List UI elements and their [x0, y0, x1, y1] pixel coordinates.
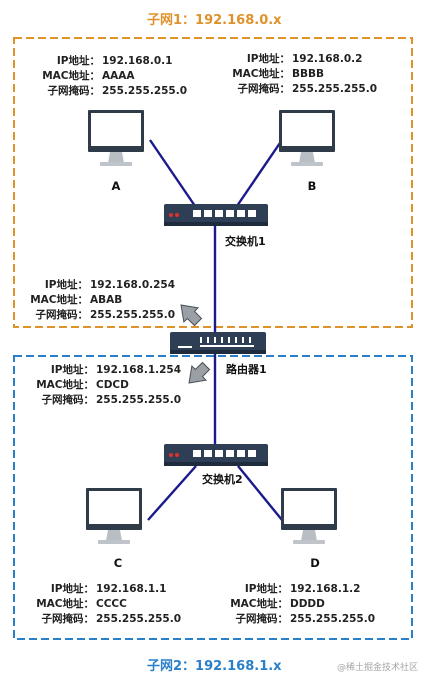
pc-b-mask: 子网掩码：	[238, 82, 291, 95]
switch1-icon[interactable]	[164, 204, 268, 226]
pc-d-mask: 子网掩码：	[236, 612, 289, 625]
subnet2-boundary	[13, 355, 413, 640]
pc-a-mask-value: 255.255.255.0	[102, 85, 187, 97]
switch1-label: 交换机1	[225, 234, 266, 248]
pc-b-ip: IP地址：	[247, 52, 290, 65]
pc-d-name: D	[310, 556, 320, 570]
pc-c-name: C	[114, 556, 122, 570]
pc-a-mac: MAC地址：	[42, 69, 100, 82]
pc-c-mac-value: CCCC	[96, 598, 127, 610]
router-if2-mac-value: CDCD	[96, 379, 129, 391]
router-icon[interactable]	[170, 332, 266, 354]
pc-b-ip-value: 192.168.0.2	[292, 53, 362, 65]
pc-b-name: B	[308, 179, 317, 193]
subnet1-boundary	[13, 37, 413, 328]
router-if2-mask: 子网掩码：	[42, 393, 95, 406]
pc-d-monitor-icon[interactable]	[281, 488, 337, 544]
pc-c-ip: IP地址：	[51, 582, 94, 595]
watermark: @稀土掘金技术社区	[337, 661, 418, 673]
switch2-icon[interactable]	[164, 444, 268, 466]
router-if1-ip: IP地址：	[45, 278, 88, 291]
router-if1-mask: 子网掩码：	[36, 308, 89, 321]
pc-c-ip-value: 192.168.1.1	[96, 583, 166, 595]
router-if1-mask-value: 255.255.255.0	[90, 309, 175, 321]
pc-d-mac-value: DDDD	[290, 598, 325, 610]
pc-a-ip-value: 192.168.0.1	[102, 55, 172, 67]
router-label: 路由器1	[226, 362, 267, 376]
router-if1-mac: MAC地址：	[30, 293, 88, 306]
router-if2-mask-value: 255.255.255.0	[96, 394, 181, 406]
link-switch2-c	[147, 465, 197, 521]
pc-d-ip: IP地址：	[245, 582, 288, 595]
router-if1-mac-value: ABAB	[90, 294, 122, 306]
pc-b-mask-value: 255.255.255.0	[292, 83, 377, 95]
switch2-label: 交换机2	[202, 472, 243, 486]
pc-a-mac-value: AAAA	[102, 70, 135, 82]
pc-d-ip-value: 192.168.1.2	[290, 583, 360, 595]
pc-c-monitor-icon[interactable]	[86, 488, 142, 544]
router-if2-ip-value: 192.168.1.254	[96, 364, 181, 376]
link-b-switch1	[236, 139, 283, 207]
router-if2-ip: IP地址：	[51, 363, 94, 376]
pc-b-mac: MAC地址：	[232, 67, 290, 80]
router-if2-mac: MAC地址：	[36, 378, 94, 391]
pc-b-monitor-icon[interactable]	[279, 110, 335, 166]
pc-c-mask: 子网掩码：	[42, 612, 95, 625]
arrow-to-if2-icon	[188, 361, 211, 384]
pc-c-mask-value: 255.255.255.0	[96, 613, 181, 625]
pc-a-monitor-icon[interactable]	[88, 110, 144, 166]
arrow-to-if1-icon	[180, 304, 203, 327]
link-a-switch1	[149, 139, 196, 207]
pc-d-mask-value: 255.255.255.0	[290, 613, 375, 625]
subnet1-title: 子网1：192.168.0.x	[147, 13, 282, 28]
pc-a-mask: 子网掩码：	[48, 84, 101, 97]
pc-a-name: A	[112, 179, 121, 193]
router-if1-ip-value: 192.168.0.254	[90, 279, 175, 291]
pc-a-ip: IP地址：	[57, 54, 100, 67]
pc-d-mac: MAC地址：	[230, 597, 288, 610]
pc-b-mac-value: BBBB	[292, 68, 324, 80]
pc-c-mac: MAC地址：	[36, 597, 94, 610]
subnet2-title: 子网2：192.168.1.x	[147, 659, 282, 674]
link-switch2-d	[237, 465, 283, 521]
